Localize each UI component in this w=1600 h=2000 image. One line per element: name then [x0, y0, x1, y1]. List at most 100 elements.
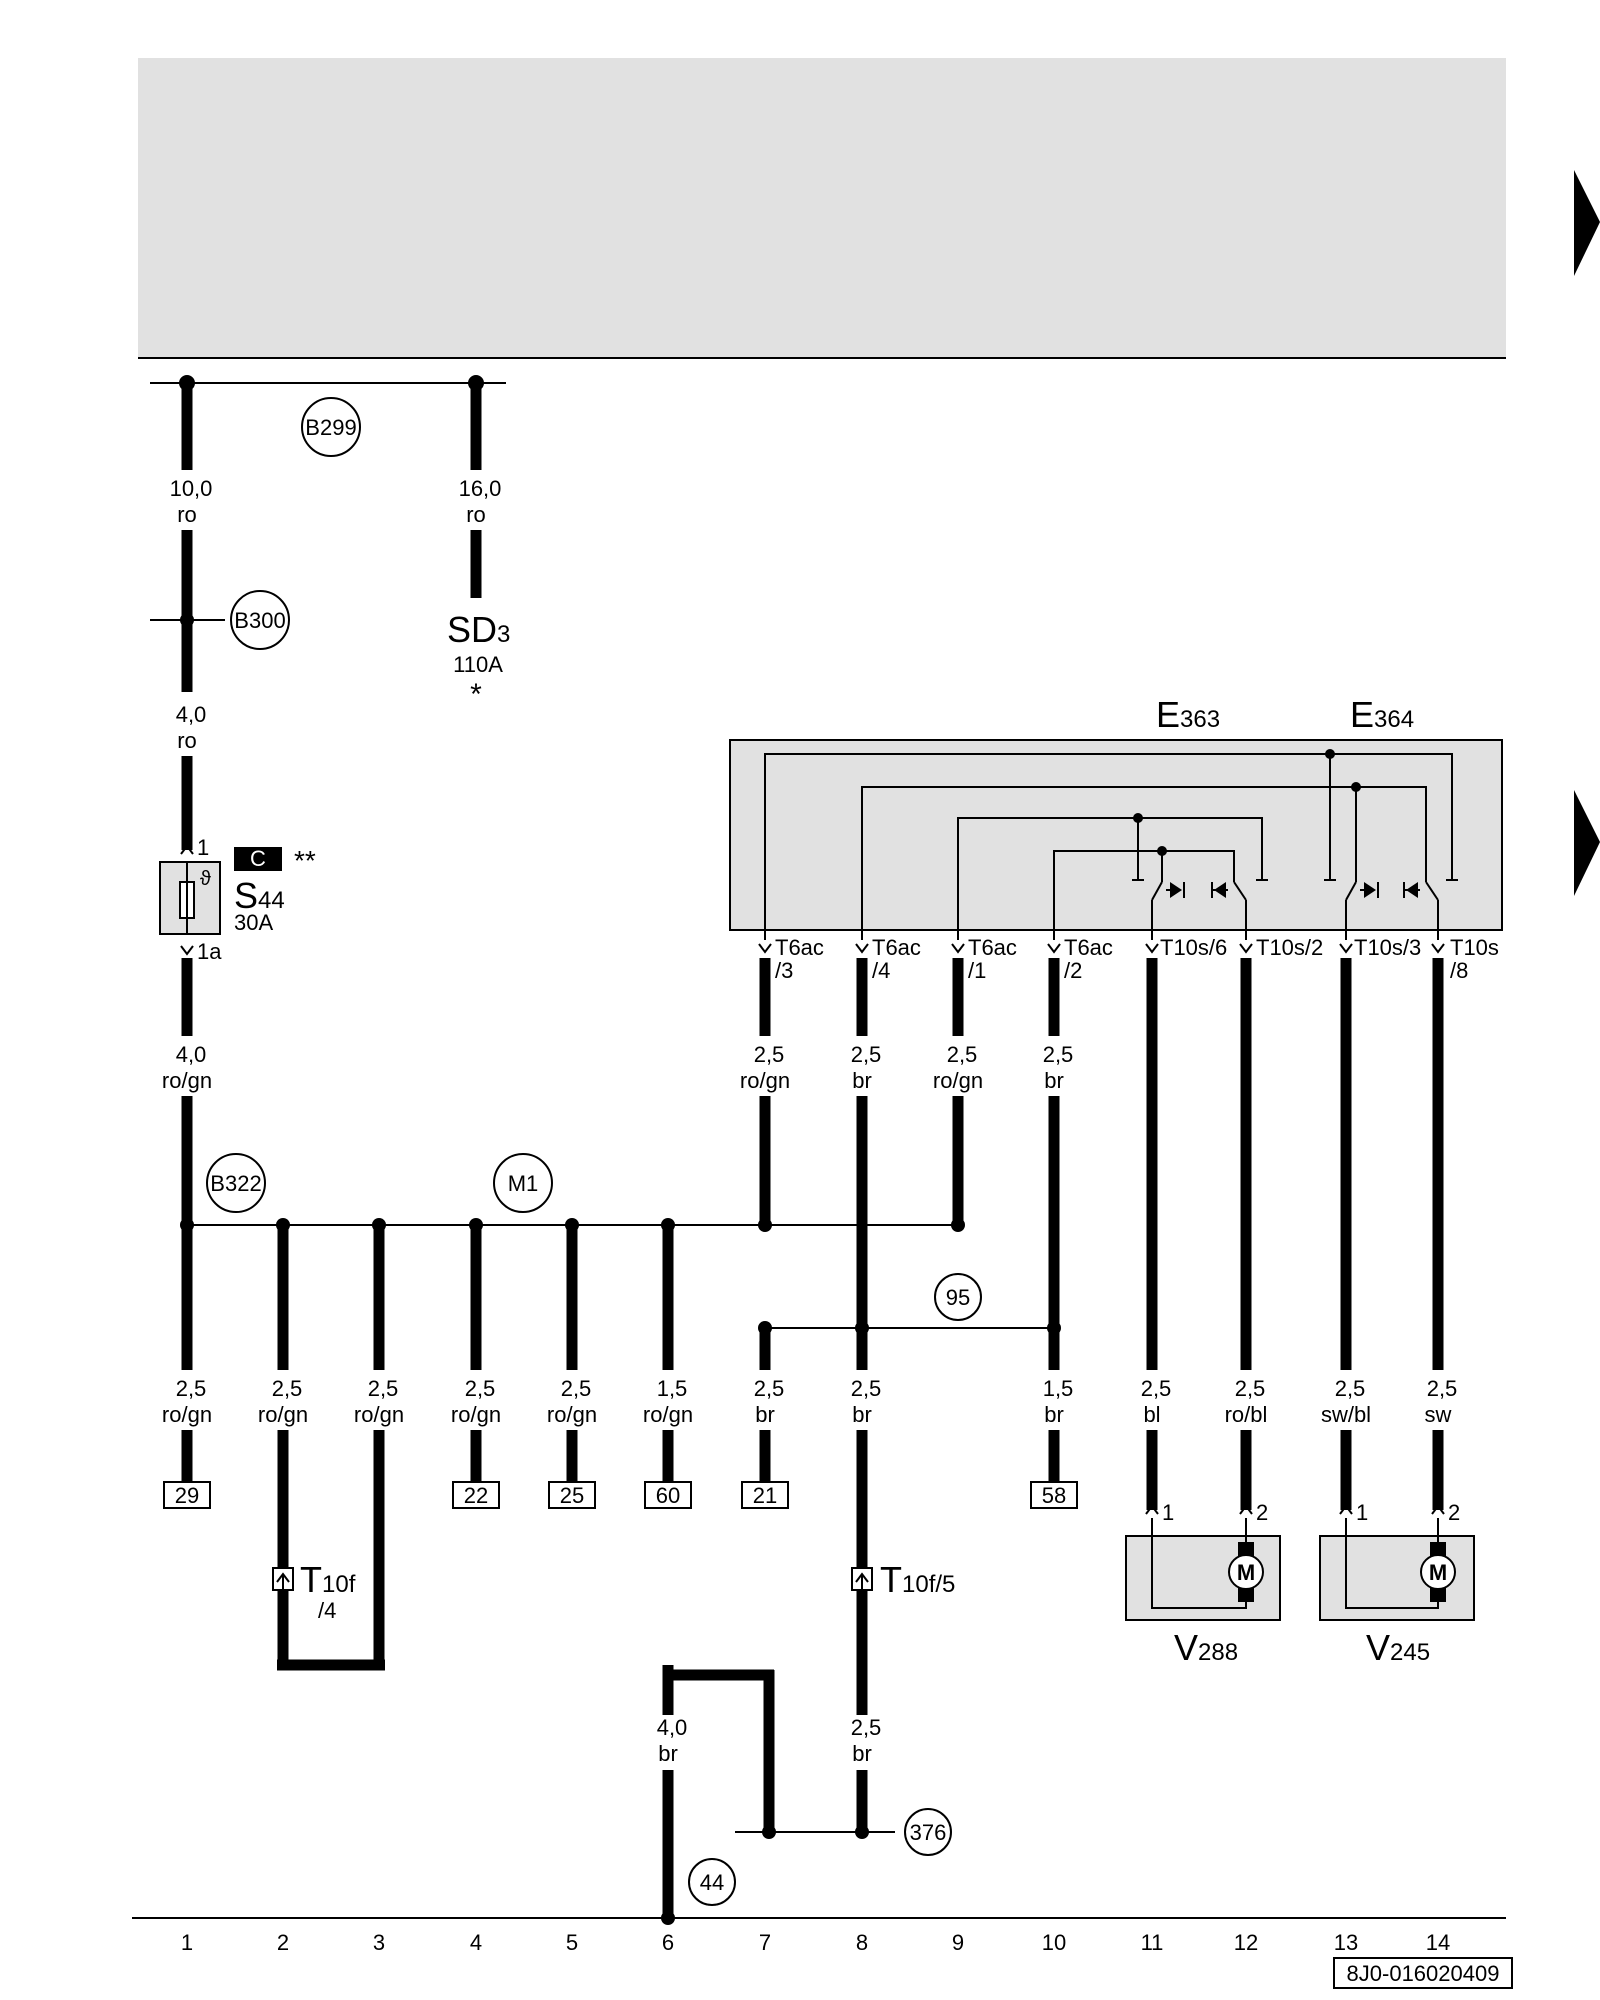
column-number-8: 8 [856, 1930, 868, 1955]
wire-bot13-size: 2,5 [1335, 1376, 1366, 1401]
svg-text:T10s: T10s [1450, 935, 1499, 960]
column-number-13: 13 [1334, 1930, 1358, 1955]
component-sd3[interactable]: SD3 110A * [447, 609, 510, 711]
switch-contact-e363-a [1132, 876, 1185, 940]
ground-376-node-7 [762, 1825, 776, 1839]
svg-text:/1: /1 [968, 958, 986, 983]
column-number-11: 11 [1141, 1930, 1164, 1955]
bus-node-7 [758, 1218, 772, 1232]
connector-95[interactable]: 95 [934, 1273, 982, 1321]
wire-col8-ground-size: 2,5 [851, 1715, 882, 1740]
motor-v245[interactable]: 1 2 M V245 [1319, 1500, 1475, 1668]
s44-badge: C [250, 846, 266, 871]
wire-t6ac2-size: 2,5 [1043, 1042, 1074, 1067]
wire-bot11-size: 2,5 [1141, 1376, 1172, 1401]
connector-44[interactable]: 44 [688, 1858, 736, 1906]
column-number-5: 5 [566, 1930, 578, 1955]
connector-t10f-4[interactable]: T10f /4 [272, 1559, 356, 1623]
ref-box-21[interactable]: 21 [741, 1481, 789, 1509]
s44-pin-top: 1 [197, 835, 209, 860]
connector-376[interactable]: 376 [904, 1808, 952, 1856]
column-numbers: 1 2 3 4 5 6 7 8 9 10 11 12 13 14 [181, 1930, 1450, 1955]
e363-label: E363 [1156, 694, 1220, 735]
wire-bot3-color: ro/gn [354, 1402, 404, 1427]
svg-text:1: 1 [1356, 1500, 1368, 1525]
wire-bot10-color: br [1044, 1402, 1064, 1427]
pin-t10s-8[interactable]: T10s /8 [1431, 935, 1499, 983]
v288-motor-icon: M [1237, 1560, 1255, 1585]
pin-t6ac-3[interactable]: T6ac /3 [758, 935, 824, 983]
svg-text:25: 25 [560, 1483, 584, 1508]
ref-box-58[interactable]: 58 [1030, 1481, 1078, 1509]
pin-t6ac-2[interactable]: T6ac /2 [1047, 935, 1113, 983]
ref-box-25[interactable]: 25 [548, 1481, 596, 1509]
e364-label: E364 [1350, 694, 1414, 735]
connector-b322[interactable]: B322 [206, 1153, 266, 1213]
pin-t6ac-1[interactable]: T6ac /1 [951, 935, 1017, 983]
ref-box-22[interactable]: 22 [452, 1481, 500, 1509]
wire-col1-top-color: ro [177, 502, 197, 527]
wire-t6ac2-color: br [1044, 1068, 1064, 1093]
switch-module-e363-e364[interactable] [729, 739, 1503, 931]
svg-text:58: 58 [1042, 1483, 1066, 1508]
wire-col4-top-color: ro [466, 502, 486, 527]
motor-v288[interactable]: 1 2 M V288 [1125, 1500, 1281, 1668]
wire-col1-b300-size: 4,0 [176, 702, 207, 727]
ref-box-60[interactable]: 60 [644, 1481, 692, 1509]
bus95-node-8 [855, 1321, 869, 1335]
sd3-rating: 110A [453, 652, 503, 677]
pin-t10s-2[interactable]: T10s/2 [1239, 935, 1323, 960]
s44-name: S [234, 875, 258, 916]
ref-box-29[interactable]: 29 [163, 1481, 211, 1509]
wire-col1-b300-color: ro [177, 728, 197, 753]
wire-bot8-size: 2,5 [851, 1376, 882, 1401]
connector-b300[interactable]: B300 [230, 590, 290, 650]
wire-bot7-size: 2,5 [754, 1376, 785, 1401]
continuation-arrow-top[interactable] [1574, 170, 1600, 276]
svg-text:T6ac: T6ac [872, 935, 921, 960]
sd3-name: SD [447, 609, 497, 650]
svg-text:/3: /3 [775, 958, 793, 983]
connector-b300-label: B300 [234, 608, 285, 633]
column-number-10: 10 [1042, 1930, 1066, 1955]
wire-t6ac4-size: 2,5 [851, 1042, 882, 1067]
svg-text:2: 2 [1256, 1500, 1268, 1525]
connector-t10f-5[interactable]: T10f/5 [851, 1559, 955, 1600]
svg-text:S44: S44 [234, 875, 285, 916]
connector-b299[interactable]: B299 [301, 397, 361, 457]
v245-label: V245 [1366, 1627, 1430, 1668]
svg-text:21: 21 [753, 1483, 777, 1508]
s44-theta: ϑ [200, 868, 211, 890]
switch-contact-e364-b [1403, 876, 1458, 940]
wire-bot10-size: 1,5 [1043, 1376, 1074, 1401]
v245-motor-icon: M [1429, 1560, 1447, 1585]
v288-label: V288 [1174, 1627, 1238, 1668]
wire-bot6-color: ro/gn [643, 1402, 693, 1427]
svg-text:T10s/3: T10s/3 [1354, 935, 1421, 960]
connector-m1-label: M1 [508, 1171, 539, 1196]
internal-trace-1 [764, 753, 1453, 940]
pin-t10s-6[interactable]: T10s/6 [1145, 935, 1227, 960]
svg-text:2: 2 [1448, 1500, 1460, 1525]
s44-badge-box [234, 847, 282, 871]
wire-bot12-size: 2,5 [1235, 1376, 1266, 1401]
s44-rating: 30A [234, 910, 273, 935]
connector-m1[interactable]: M1 [493, 1153, 553, 1213]
svg-text:T6ac: T6ac [775, 935, 824, 960]
svg-text:29: 29 [175, 1483, 199, 1508]
column-number-2: 2 [277, 1930, 289, 1955]
sd3-sub: 3 [497, 621, 510, 648]
svg-text:T6ac: T6ac [1064, 935, 1113, 960]
svg-text:1: 1 [1162, 1500, 1174, 1525]
wire-t6ac1-color: ro/gn [933, 1068, 983, 1093]
pin-t6ac-4[interactable]: T6ac /4 [855, 935, 921, 983]
pin-t10s-3[interactable]: T10s/3 [1339, 935, 1421, 960]
continuation-arrow-middle[interactable] [1574, 790, 1600, 896]
wire-t6ac1-size: 2,5 [947, 1042, 978, 1067]
connector-b299-label: B299 [305, 415, 356, 440]
fuse-s44[interactable]: 1 ϑ 1a C ** S44 30A [159, 835, 316, 964]
wire-bot4-color: ro/gn [451, 1402, 501, 1427]
s44-mark: ** [294, 845, 316, 876]
connector-44-label: 44 [700, 1870, 724, 1895]
